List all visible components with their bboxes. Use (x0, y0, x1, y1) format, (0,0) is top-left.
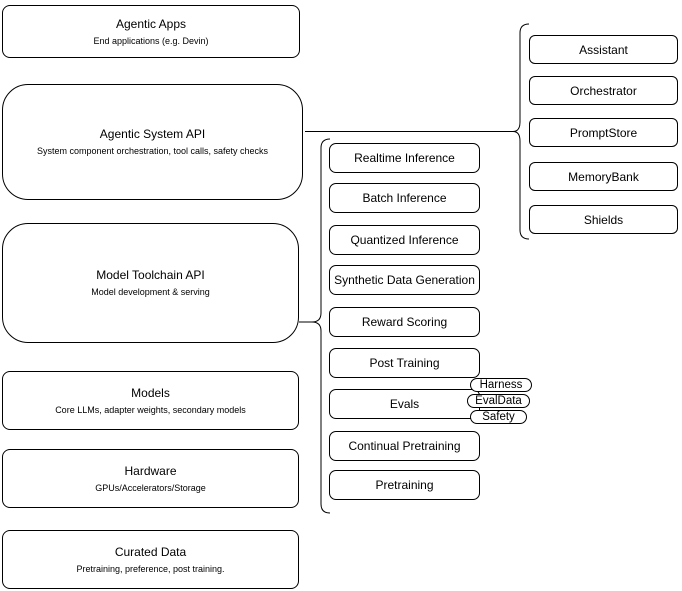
node-continual-pretraining: Continual Pretraining (329, 431, 480, 461)
node-agentic-apps: Agentic Apps End applications (e.g. Devi… (2, 5, 300, 58)
brace-toolchain (311, 138, 331, 514)
node-batch-inference: Batch Inference (329, 183, 480, 213)
pill-safety: Safety (470, 410, 527, 424)
node-model-toolchain-api: Model Toolchain API Model development & … (2, 223, 299, 343)
node-subtitle: GPUs/Accelerators/Storage (95, 482, 206, 493)
node-quantized-inference: Quantized Inference (329, 225, 480, 255)
node-post-training: Post Training (329, 348, 480, 378)
node-assistant: Assistant (529, 35, 678, 64)
node-realtime-inference: Realtime Inference (329, 143, 480, 173)
node-subtitle: Model development & serving (91, 287, 210, 297)
node-memorybank: MemoryBank (529, 162, 678, 191)
brace-system-components (512, 23, 530, 240)
node-title: Agentic Apps (115, 16, 187, 31)
node-reward-scoring: Reward Scoring (329, 307, 480, 337)
node-agentic-system-api: Agentic System API System component orch… (2, 84, 303, 200)
node-title: Agentic System API (99, 127, 206, 141)
node-title: Curated Data (114, 544, 187, 559)
node-synthetic-data-generation: Synthetic Data Generation (329, 265, 480, 295)
node-curated-data: Curated Data Pretraining, preference, po… (2, 530, 299, 589)
node-hardware: Hardware GPUs/Accelerators/Storage (2, 449, 299, 508)
node-subtitle: End applications (e.g. Devin) (93, 35, 209, 46)
node-subtitle: System component orchestration, tool cal… (36, 146, 269, 156)
node-orchestrator: Orchestrator (529, 76, 678, 105)
node-title: Model Toolchain API (96, 268, 205, 282)
pill-evaldata: EvalData (467, 394, 530, 408)
pill-harness: Harness (470, 378, 532, 392)
node-shields: Shields (529, 205, 678, 234)
node-pretraining: Pretraining (329, 470, 480, 500)
node-subtitle: Pretraining, preference, post training. (76, 563, 225, 574)
node-subtitle: Core LLMs, adapter weights, secondary mo… (55, 404, 246, 415)
node-promptstore: PromptStore (529, 118, 678, 147)
node-models: Models Core LLMs, adapter weights, secon… (2, 371, 299, 430)
node-title: Hardware (124, 463, 177, 478)
node-evals: Evals (329, 389, 480, 419)
node-title: Models (131, 385, 170, 400)
